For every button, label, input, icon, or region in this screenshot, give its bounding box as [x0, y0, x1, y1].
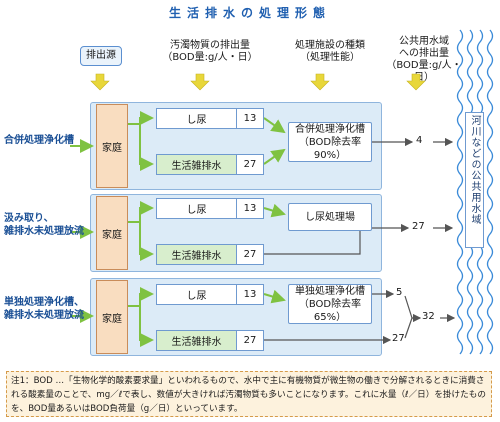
header-discharge: 公共用水域 への排出量 （BOD量:g/人・日） — [386, 36, 462, 83]
row1-gray-water-name: 生活雑排水 — [157, 155, 236, 174]
row3-label: 単独処理浄化槽、 雑排水未処理放流 — [4, 297, 84, 321]
row2-night-soil-name: し尿 — [186, 205, 207, 216]
row1-gray-water: 生活雑排水 27 — [156, 154, 264, 175]
row2-night-soil-value: 13 — [236, 199, 263, 218]
row2-home: 家庭 — [96, 196, 128, 270]
row2-facility: し尿処理場 — [288, 203, 372, 231]
row3-output-total: 32 — [422, 311, 435, 322]
header-pollutant: 汚濁物質の排出量 （BOD量:g/人・日） — [162, 40, 258, 63]
row3-night-soil-value: 13 — [236, 285, 263, 304]
row2-night-soil: し尿 13 — [156, 198, 264, 219]
row3-facility: 単独処理浄化槽 （BOD除去率65%） — [288, 284, 372, 324]
row1-facility: 合併処理浄化槽 （BOD除去率90%） — [288, 122, 372, 162]
row1-output: 4 — [416, 135, 423, 146]
row3-output-b: 27 — [392, 333, 405, 344]
row1-night-soil-name: し尿 — [186, 115, 207, 126]
row2-gray-water-value: 27 — [236, 245, 263, 264]
row1-night-soil: し尿 13 — [156, 108, 264, 129]
row3-gray-water: 生活雑排水 27 — [156, 330, 264, 351]
row2-gray-water: 生活雑排水 27 — [156, 244, 264, 265]
row3-gray-water-value: 27 — [236, 331, 263, 350]
row2-gray-water-name: 生活雑排水 — [157, 245, 236, 264]
header-facility: 処理施設の種類 （処理性能） — [295, 40, 365, 63]
diagram-title: 生活排水の処理形態 — [168, 6, 331, 20]
row1-label: 合併処理浄化槽 — [4, 135, 74, 146]
row3-night-soil: し尿 13 — [156, 284, 264, 305]
row1-home: 家庭 — [96, 104, 128, 188]
row1-gray-water-value: 27 — [236, 155, 263, 174]
row2-label: 汲み取り、 雑排水未処理放流 — [4, 213, 84, 237]
river-label: 河川などの公共用水域 — [465, 112, 484, 248]
row2-output: 27 — [412, 221, 425, 232]
row1-night-soil-value: 13 — [236, 109, 263, 128]
row3-home: 家庭 — [96, 280, 128, 354]
row3-gray-water-name: 生活雑排水 — [157, 331, 236, 350]
row3-output-a: 5 — [396, 287, 403, 298]
header-source: 排出源 — [80, 46, 122, 66]
row3-night-soil-name: し尿 — [186, 291, 207, 302]
footnote: 注1：BOD …「生物化学的酸素要求量」といわれるもので、水中で主に有機物質が微… — [6, 371, 492, 417]
